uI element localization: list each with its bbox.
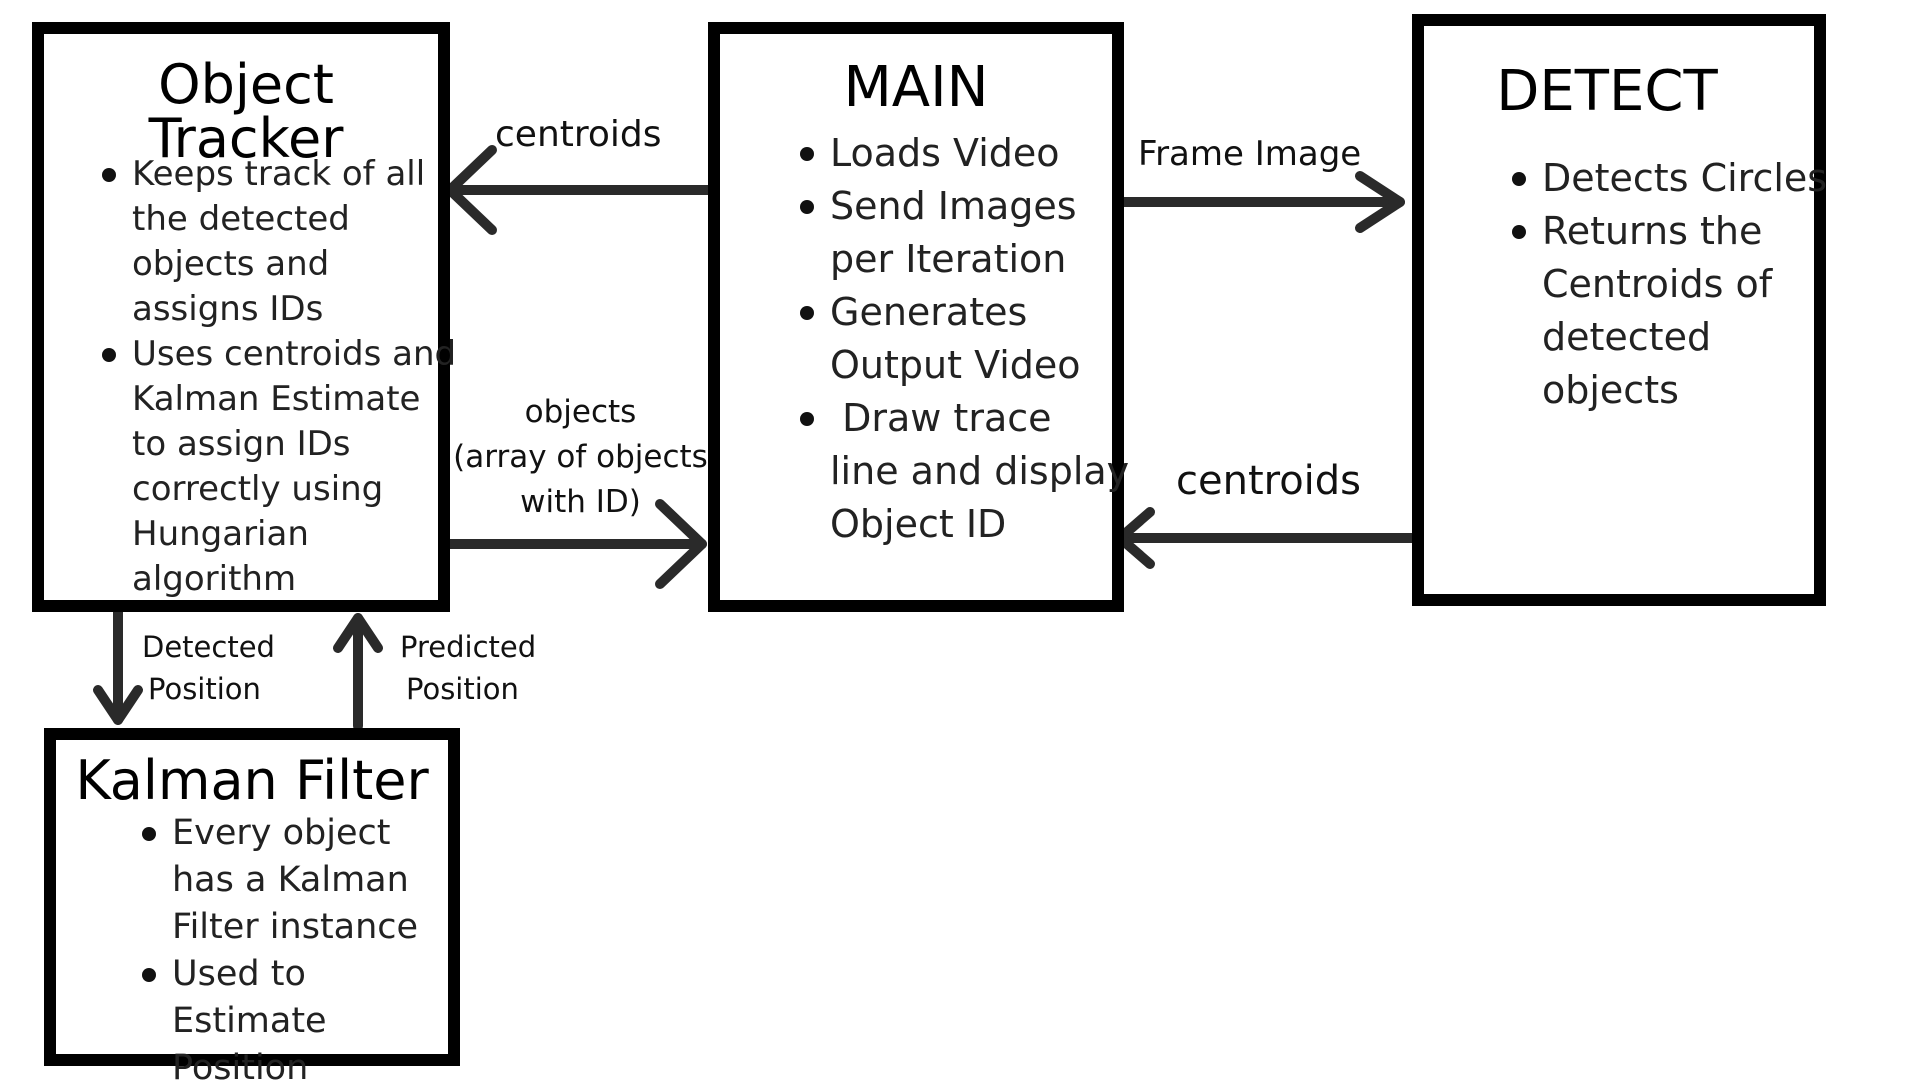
- arrow-detect-to-main: [1115, 507, 1419, 569]
- kalman-filter-box: Kalman Filter Every object has a Kalman …: [44, 728, 460, 1088]
- object-tracker-box: Object Tracker Keeps track of all the de…: [32, 22, 456, 612]
- edge-label-predicted-position: Predicted Position: [400, 626, 536, 710]
- detect-box: DETECT Detects Circles Returns the Centr…: [1412, 14, 1827, 606]
- object-tracker-bullets: Keeps track of all the detected objects …: [98, 152, 462, 602]
- main-bullet: Generates Output Video: [800, 286, 1130, 392]
- arrow-tracker-to-main: [443, 499, 707, 589]
- arrow-main-to-detect: [1113, 171, 1405, 233]
- tracker-bullet: Keeps track of all the detected objects …: [102, 152, 462, 332]
- main-bullets: Loads Video Send Images per Iteration Ge…: [796, 127, 1130, 551]
- edge-label-tracker-to-main: objects (array of objects with ID): [448, 390, 713, 525]
- edge-label-main-to-tracker: centroids: [495, 114, 662, 155]
- edge-label-line: Detected: [142, 630, 275, 664]
- edge-label-line: Position: [406, 672, 519, 706]
- arrow-kalman-to-tracker: [333, 613, 383, 731]
- main-title: MAIN: [843, 55, 989, 120]
- detect-bullet: Detects Circles: [1512, 152, 1842, 205]
- main-bullet: Draw trace line and display Object ID: [800, 392, 1130, 551]
- arrow-tracker-to-kalman: [93, 599, 143, 725]
- detect-bullet: Returns the Centroids of detected object…: [1512, 205, 1842, 417]
- detect-bullets: Detects Circles Returns the Centroids of…: [1508, 152, 1842, 417]
- kalman-bullet: Used to Estimate Position: [142, 951, 462, 1092]
- main-bullet: Loads Video: [800, 127, 1130, 180]
- kalman-filter-title: Kalman Filter: [75, 749, 429, 812]
- edge-label-detected-position: Detected Position: [142, 626, 275, 710]
- edge-label-detect-to-main: centroids: [1176, 458, 1362, 504]
- main-box: MAIN Loads Video Send Images per Iterati…: [708, 22, 1129, 612]
- edge-label-line: (array of objects: [453, 439, 708, 475]
- kalman-bullet: Every object has a Kalman Filter instanc…: [142, 810, 462, 951]
- kalman-filter-bullets: Every object has a Kalman Filter instanc…: [138, 810, 462, 1092]
- main-bullet: Send Images per Iteration: [800, 180, 1130, 286]
- edge-label-line: Position: [148, 672, 261, 706]
- edge-label-line: Predicted: [400, 630, 537, 664]
- edge-label-line: with ID): [520, 484, 641, 520]
- object-tracker-title: Object Tracker: [148, 53, 344, 170]
- detect-title: DETECT: [1496, 59, 1718, 124]
- arrow-main-to-tracker: [443, 145, 713, 235]
- edge-label-line: objects: [524, 394, 637, 430]
- edge-label-main-to-detect: Frame Image: [1138, 134, 1362, 174]
- tracker-bullet: Uses centroids and Kalman Estimate to as…: [102, 332, 462, 602]
